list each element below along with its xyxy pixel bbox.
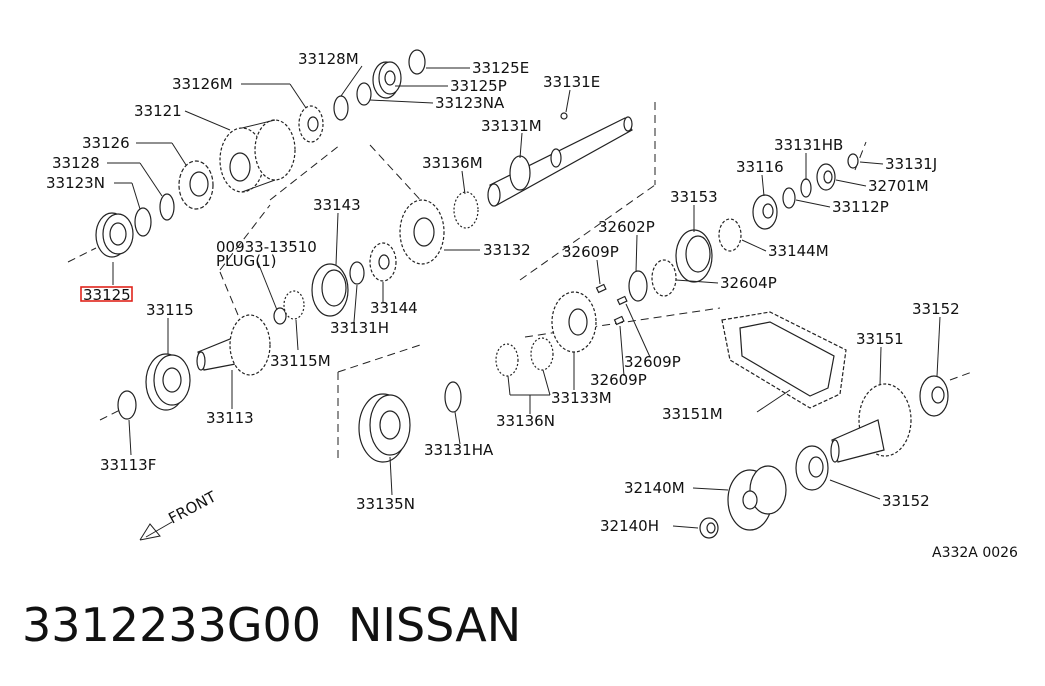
label-33133M: 33133M — [551, 389, 612, 407]
label-33131HB: 33131HB — [774, 136, 843, 154]
part-sleeve-33133M[interactable] — [551, 291, 597, 353]
part-sprocket-33151[interactable] — [830, 383, 912, 463]
part-bearing-33125[interactable] — [95, 212, 134, 258]
label-32140M: 32140M — [624, 479, 685, 497]
label-33152-b: 33152 — [882, 492, 930, 510]
label-plug: PLUG(1) — [216, 252, 277, 270]
part-plug-00933-13510[interactable] — [273, 307, 287, 325]
label-33128: 33128 — [52, 154, 100, 172]
label-00933-13510: 00933-13510 — [216, 238, 317, 256]
part-washer-33125E[interactable] — [408, 49, 426, 75]
highlight-box-33125 — [80, 286, 133, 302]
part-washer-33112P[interactable] — [782, 187, 796, 209]
label-33136N: 33136N — [496, 412, 555, 430]
label-33126: 33126 — [82, 134, 130, 152]
label-32701M: 32701M — [868, 177, 929, 195]
label-32140H: 32140H — [600, 517, 659, 535]
part-gear-33121[interactable] — [219, 119, 296, 193]
part-snapring-33113F[interactable] — [117, 390, 137, 420]
part-washer-33123N[interactable] — [134, 207, 152, 237]
label-33123NA: 33123NA — [435, 94, 505, 112]
label-33144: 33144 — [370, 299, 418, 317]
part-sprocket-33126M[interactable] — [298, 105, 324, 143]
label-33123N: 33123N — [46, 174, 105, 192]
part-bearing-33152-lower[interactable] — [795, 445, 829, 491]
label-33151: 33151 — [856, 330, 904, 348]
part-gear-32604P[interactable] — [651, 259, 677, 297]
part-bearing-33115M[interactable] — [283, 290, 305, 320]
label-33131H: 33131H — [330, 319, 389, 337]
part-bearing-33152-upper[interactable] — [919, 375, 949, 417]
front-arrow-icon — [139, 521, 173, 541]
label-33135N: 33135N — [356, 495, 415, 513]
part-snapring-33131HA[interactable] — [444, 381, 462, 413]
part-shaft-33131M[interactable] — [487, 116, 633, 207]
label-32604P: 32604P — [720, 274, 777, 292]
leader-lines — [107, 65, 941, 529]
part-hub-33153[interactable] — [675, 229, 713, 283]
label-33116: 33116 — [736, 158, 784, 176]
part-shaft-33113[interactable] — [196, 314, 271, 376]
label-33143: 33143 — [313, 196, 361, 214]
label-33113: 33113 — [206, 409, 254, 427]
part-number: 3312233G00 — [22, 598, 322, 652]
part-bearing-33135N[interactable] — [358, 393, 411, 463]
part-bearing-33125P[interactable] — [372, 61, 402, 99]
part-ball-33131E[interactable] — [560, 112, 568, 120]
label-33112P: 33112P — [832, 198, 889, 216]
label-33131E: 33131E — [543, 73, 600, 91]
part-keys-32609P[interactable] — [595, 283, 628, 326]
part-ring-33131J[interactable] — [847, 153, 859, 169]
part-bearings-33136N[interactable] — [495, 337, 554, 377]
label-33131M: 33131M — [481, 117, 542, 135]
label-33131J: 33131J — [885, 155, 937, 173]
label-diagram-reference: A332A 0026 — [932, 545, 1018, 561]
part-seal-32701M[interactable] — [816, 163, 836, 191]
label-33125P: 33125P — [450, 77, 507, 95]
part-bearing-33115[interactable] — [145, 353, 191, 411]
label-33121: 33121 — [134, 102, 182, 120]
label-33115M: 33115M — [270, 352, 331, 370]
label-33151M: 33151M — [662, 405, 723, 423]
part-gear-33132[interactable] — [399, 199, 445, 265]
part-ring-33128[interactable] — [159, 193, 175, 221]
label-32609P-b: 32609P — [624, 353, 681, 371]
part-bearing-33116[interactable] — [752, 194, 778, 230]
label-front: FRONT — [165, 487, 219, 527]
label-32602P: 32602P — [598, 218, 655, 236]
label-33131HA: 33131HA — [424, 441, 494, 459]
label-33125: 33125 — [83, 286, 131, 304]
label-33136M: 33136M — [422, 154, 483, 172]
part-ring-33131HB[interactable] — [800, 178, 812, 198]
part-hub-33143[interactable] — [311, 263, 349, 317]
label-33126M: 33126M — [172, 75, 233, 93]
part-gear-33144[interactable] — [369, 242, 397, 282]
label-33128M: 33128M — [298, 50, 359, 68]
part-bearing-33136M[interactable] — [453, 191, 479, 229]
label-33144M: 33144M — [768, 242, 829, 260]
part-snapring-32602P[interactable] — [628, 270, 648, 302]
label-33152-a: 33152 — [912, 300, 960, 318]
part-labels: 33128M 33125E 33126M 33125P 33131E 33123… — [46, 50, 1018, 561]
label-33125E: 33125E — [472, 59, 529, 77]
part-ring-33131H[interactable] — [349, 261, 365, 285]
label-32609P-a: 32609P — [562, 243, 619, 261]
part-nut-32140H[interactable] — [699, 517, 719, 539]
part-washer-33123NA[interactable] — [356, 82, 372, 106]
axis-lines — [67, 102, 973, 458]
label-32609P-c: 32609P — [590, 371, 647, 389]
part-sprocket-33126[interactable] — [178, 160, 214, 210]
part-ring-33128M[interactable] — [333, 95, 349, 121]
label-33132: 33132 — [483, 241, 531, 259]
label-33153: 33153 — [670, 188, 718, 206]
part-gear-33144M[interactable] — [718, 218, 742, 252]
label-33115: 33115 — [146, 301, 194, 319]
exploded-parts-diagram: 33128M 33125E 33126M 33125P 33131E 33123… — [46, 49, 1018, 561]
label-33113F: 33113F — [100, 456, 156, 474]
brand-name: NISSAN — [348, 598, 522, 652]
part-flange-32140M[interactable] — [727, 465, 787, 531]
part-chain-33151M[interactable] — [721, 311, 847, 409]
